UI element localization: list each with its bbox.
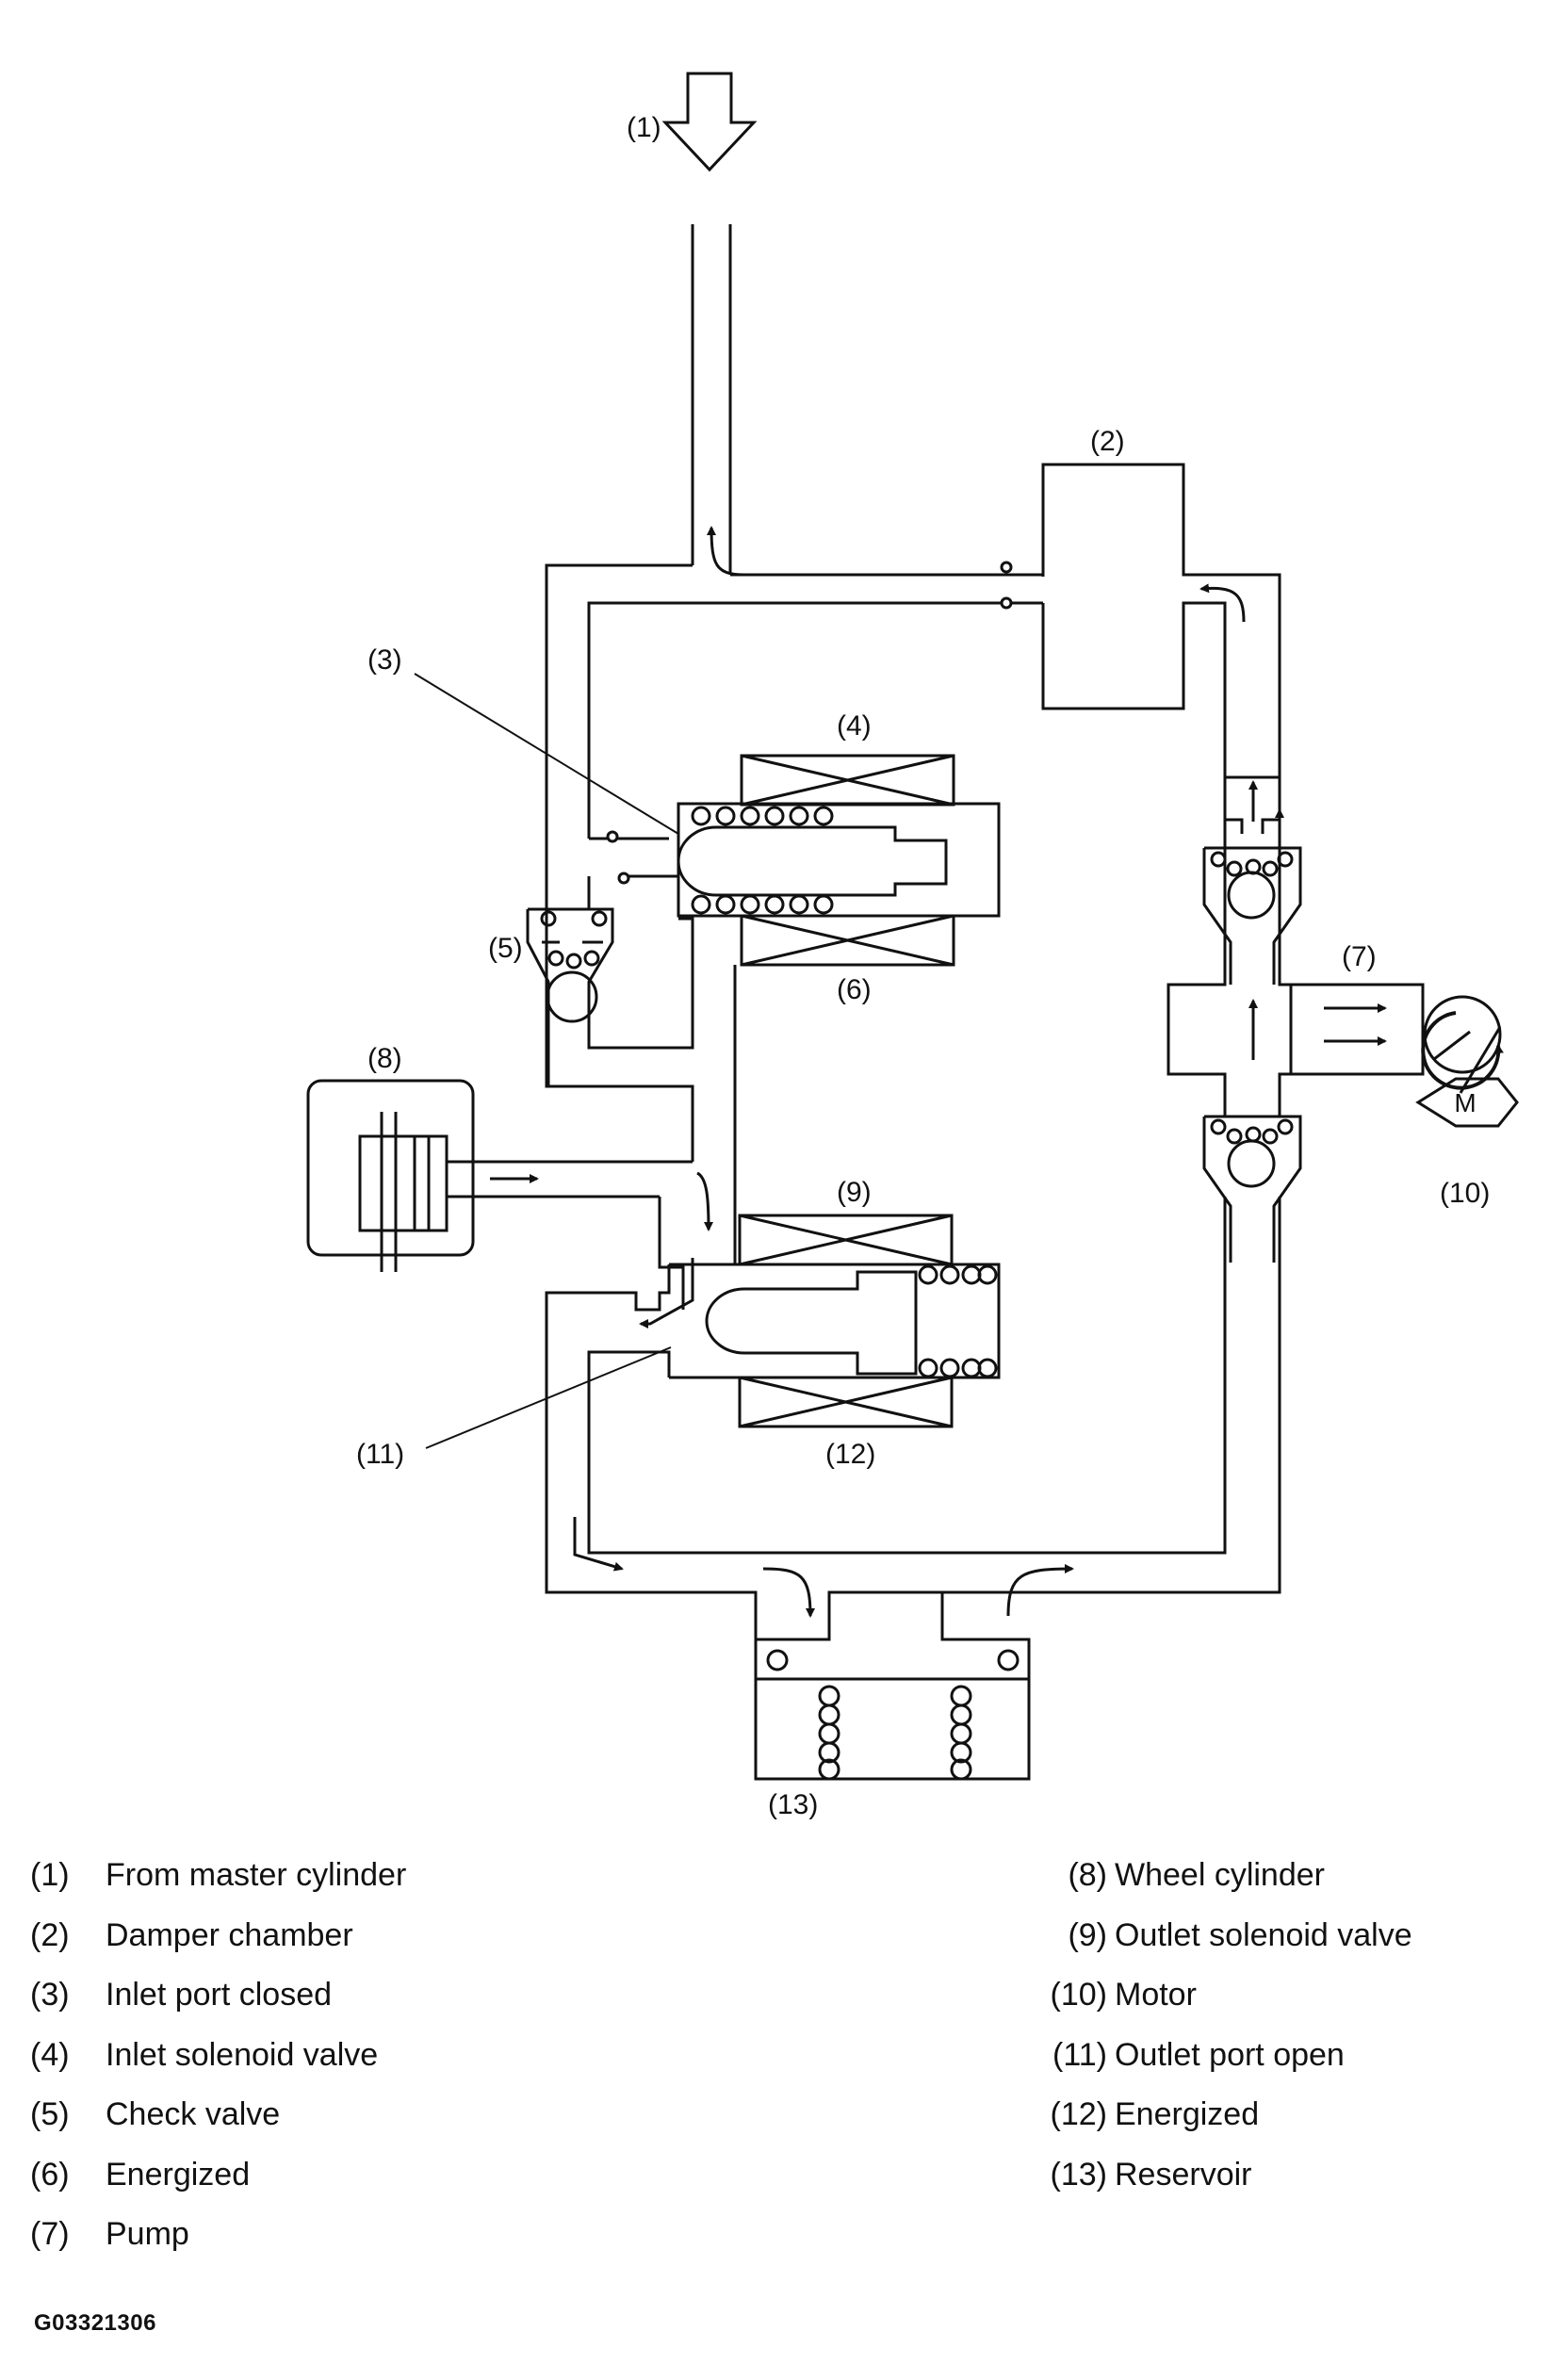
- damper-chamber: [1041, 463, 1281, 966]
- callout-4: (4): [837, 710, 872, 742]
- wheel-cylinder: [306, 1079, 693, 1272]
- return-line-pipe: [545, 1197, 1281, 1677]
- pump: [1167, 775, 1425, 1263]
- callout-11: (11): [356, 1439, 404, 1470]
- outlet-solenoid-coil: [738, 1214, 954, 1428]
- callout-12: (12): [825, 1439, 875, 1470]
- master-cylinder-pipe: [691, 224, 732, 575]
- top-line-pipe: [545, 563, 1043, 1135]
- legend: (1)From master cylinder (2)Damper chambe…: [30, 1857, 1412, 2252]
- inlet-arrow-icon: [661, 72, 758, 172]
- callout-8: (8): [367, 1043, 402, 1074]
- callout-5: (5): [488, 933, 523, 964]
- inlet-solenoid-plunger: [677, 802, 1001, 918]
- inlet-solenoid-coil: [740, 754, 955, 967]
- check-valve: [526, 907, 694, 1086]
- callout-7: (7): [1342, 941, 1377, 972]
- callout-6: (6): [837, 974, 872, 1005]
- motor-letter: M: [1454, 1088, 1476, 1117]
- callout-1: (1): [627, 112, 661, 143]
- callout-10: (10): [1440, 1178, 1490, 1209]
- callout-3: (3): [367, 644, 402, 676]
- callout-2: (2): [1090, 426, 1125, 457]
- figure-code: G03321306: [34, 2310, 156, 2336]
- abs-hydraulic-diagram: (1) (2) (3) (4) (5) (6) (7) (8) (9) (10)…: [306, 72, 1519, 1820]
- callout-13: (13): [768, 1789, 818, 1820]
- outlet-solenoid-plunger: [669, 1263, 1001, 1379]
- callout-9: (9): [837, 1177, 872, 1208]
- reservoir: [754, 1590, 1031, 1781]
